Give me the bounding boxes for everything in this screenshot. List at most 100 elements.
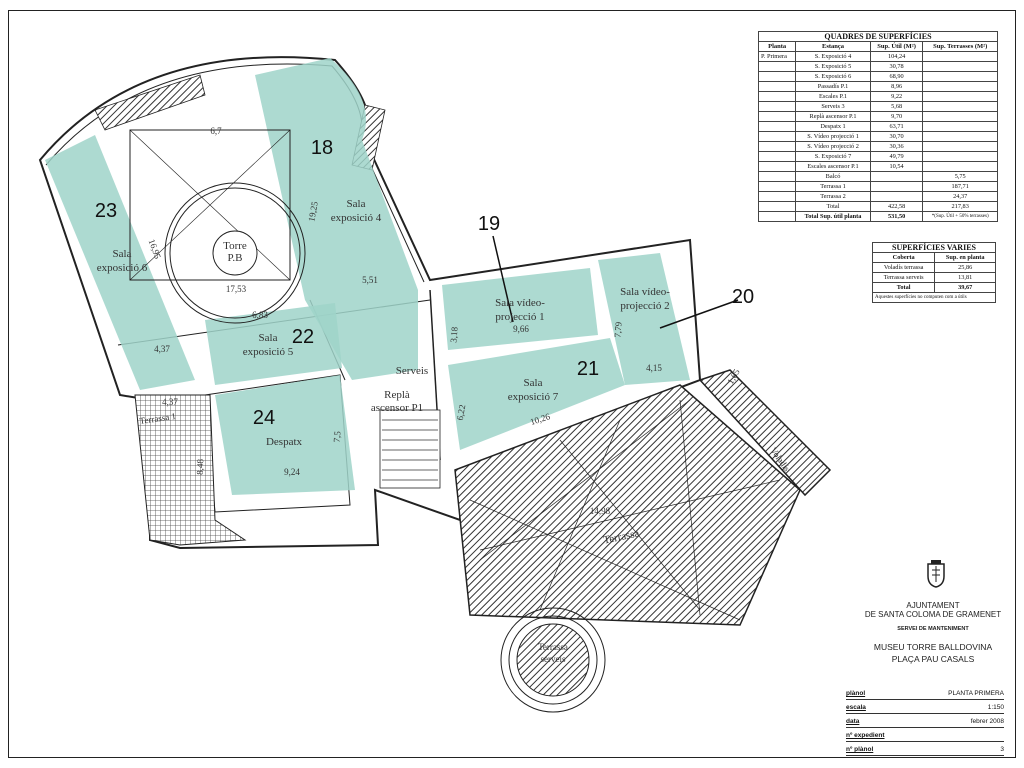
planta-cell — [757, 191, 797, 202]
estanca-cell: Replà ascensor P.1 — [795, 111, 871, 122]
room-23-area[interactable] — [45, 135, 195, 390]
estanca-cell: Passadís P.1 — [795, 81, 871, 92]
room-22-area[interactable] — [205, 303, 342, 385]
varies-table: SUPERFÍCIES VARIES Coberta Sup. en plant… — [871, 242, 996, 303]
util-cell: 104,24 — [869, 51, 924, 62]
drawing-frame — [8, 10, 1016, 758]
planta-cell — [757, 171, 797, 182]
terrasses-cell — [922, 61, 998, 72]
room-23-name-1: Sala — [113, 248, 132, 260]
room-18-number: 18 — [311, 137, 333, 159]
planta-cell — [757, 161, 797, 172]
title-label: data — [846, 718, 860, 725]
planta-cell — [757, 131, 797, 142]
estanca-cell: S. Vídeo projecció 1 — [795, 131, 871, 142]
estanca-cell: Escales P.1 — [795, 91, 871, 102]
institution-line1: AJUNTAMENT — [906, 601, 960, 610]
terrasses-cell: 217,83 — [922, 201, 998, 212]
varies-note: Aquestes superfícies no computen com a ú… — [872, 292, 996, 303]
terrasses-cell — [922, 111, 998, 122]
planta-cell — [757, 111, 797, 122]
terrassa-serveis-label-2: serveis — [541, 654, 566, 664]
planta-cell — [757, 71, 797, 82]
estanca-cell: Terrassa 1 — [795, 181, 871, 192]
surface-row: Balcó 5,75 — [757, 171, 998, 182]
torre-label-1: Torre — [223, 240, 247, 252]
estanca-cell: Escales ascensor P.1 — [795, 161, 871, 172]
estanca-cell: Despatx 1 — [795, 121, 871, 132]
terrasses-cell — [922, 91, 998, 102]
total-label: Total Sup. útil planta — [795, 211, 871, 222]
room-21-name-1: Sala — [524, 377, 543, 389]
col-header: Sup. Terrasses (M²) — [922, 41, 998, 52]
util-cell: 5,68 — [869, 101, 924, 112]
room-22-number: 22 — [292, 326, 314, 348]
surfaces-table: QUADRES DE SUPERFÍCIES Planta Estança Su… — [757, 31, 998, 222]
dim-label: 4,37 — [154, 344, 170, 354]
title-value: 3 — [1000, 746, 1004, 753]
title-value: 1:150 — [987, 704, 1004, 711]
col-header: Coberta — [871, 252, 936, 263]
dim-label: 9,66 — [513, 324, 529, 334]
room-24-area[interactable] — [215, 375, 355, 495]
planta-cell: P. Primera — [757, 51, 797, 62]
callouts — [492, 235, 739, 329]
planta-cell — [757, 141, 797, 152]
title-label: escala — [846, 704, 866, 711]
institution-line2: DE SANTA COLOMA DE GRAMENET — [864, 610, 1002, 619]
planta-cell — [757, 181, 797, 192]
room-20-name-2: projecció 2 — [620, 300, 669, 312]
room-21-area[interactable] — [448, 338, 625, 450]
terrasses-cell: 5,75 — [922, 171, 998, 182]
room-23-number: 23 — [95, 200, 117, 222]
title-row: nº expedient — [846, 728, 1004, 742]
terrassa-main — [454, 369, 832, 626]
dim-label: 17,53 — [226, 284, 247, 294]
room-18-name-2: exposició 4 — [331, 212, 382, 224]
room-23-name-2: exposició 6 — [97, 262, 148, 274]
col-header: Sup. Útil (M²) — [869, 41, 924, 52]
estanca-cell: Balcó — [795, 171, 871, 182]
terrasses-cell — [922, 161, 998, 172]
terrasses-cell — [922, 51, 998, 62]
room-19-name-1: Sala vídeo- — [495, 297, 545, 309]
room-19-area[interactable] — [442, 268, 598, 350]
dim-label: 16,95 — [147, 238, 163, 261]
room-20-name-1: Sala vídeo- — [620, 286, 670, 298]
room-19-number: 19 — [478, 213, 500, 235]
dim-label: 9,24 — [284, 467, 300, 477]
util-cell: 9,70 — [869, 111, 924, 122]
varies-total-label: Total — [871, 282, 936, 293]
room-20-area[interactable] — [598, 253, 690, 385]
util-cell: 30,70 — [869, 131, 924, 142]
dim-label: 4,15 — [646, 363, 662, 373]
util-cell: 49,79 — [869, 151, 924, 162]
room-24-number: 24 — [253, 407, 275, 429]
title-label: plànol — [846, 690, 866, 697]
varies-row-name: Voladís terrassa — [871, 262, 936, 273]
terrasses-cell — [922, 141, 998, 152]
room-20-number: 20 — [732, 286, 754, 308]
estanca-cell: Total — [795, 201, 871, 212]
util-cell: 8,96 — [869, 81, 924, 92]
varies-total-value: 39,67 — [934, 282, 996, 293]
dim-label: 7,79 — [612, 321, 623, 338]
planta-cell — [757, 61, 797, 72]
estanca-cell: S. Exposició 7 — [795, 151, 871, 162]
planta-cell — [757, 81, 797, 92]
room-22-name-1: Sala — [259, 332, 278, 344]
crest-icon — [925, 560, 947, 588]
planta-cell — [757, 201, 797, 212]
title-label: nº expedient — [846, 732, 885, 739]
util-cell: 422,58 — [869, 201, 924, 212]
surfaces-title: QUADRES DE SUPERFÍCIES — [758, 31, 998, 42]
room-18-area[interactable] — [255, 58, 418, 380]
